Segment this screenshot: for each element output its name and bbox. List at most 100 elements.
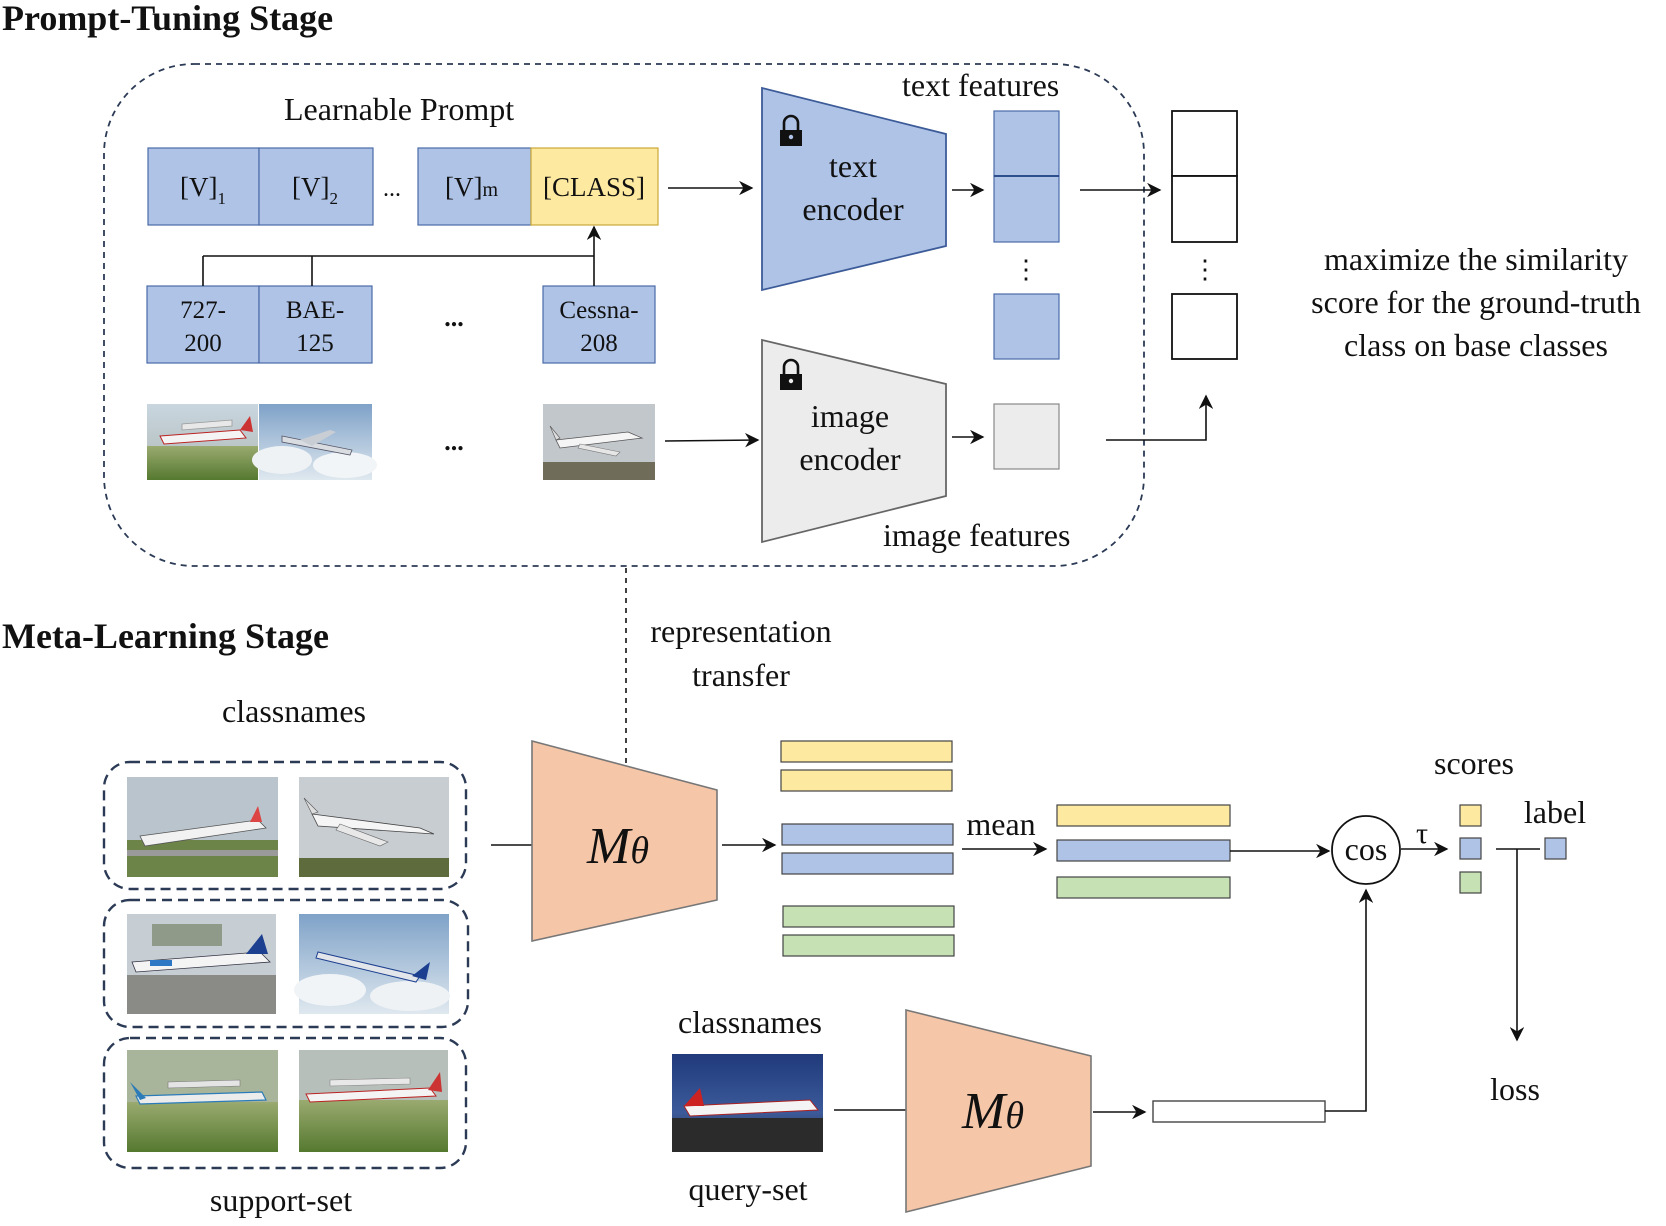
support-set-label: support-set (210, 1182, 352, 1218)
text-feature-vdots: ⋮ (1013, 255, 1039, 284)
arrow-images-to-image-encoder (664, 432, 760, 448)
token-vm (417, 147, 532, 226)
airplane-thumbnail-jet (543, 404, 655, 480)
class-727-line2: 200 (184, 330, 222, 357)
svg-text:class on base classes: class on base classes (1344, 327, 1608, 363)
class-bae-line2: 125 (296, 330, 334, 357)
label-text: label (1524, 794, 1586, 830)
representation-transfer-line2: transfer (692, 657, 790, 693)
representation-transfer-line1: representation (650, 613, 831, 649)
objective-text: maximize the similarity score for the gr… (1311, 241, 1641, 363)
token-ellipsis: ... (383, 176, 401, 202)
support-image-1a (127, 777, 278, 877)
label-square (1544, 837, 1567, 860)
text-encoder-label-line2: encoder (802, 191, 904, 227)
token-v1-label: [V]1 (180, 172, 226, 208)
cosine-similarity-node: cos (1331, 815, 1401, 885)
support-embeddings (780, 740, 955, 957)
text-features-label: text features (902, 67, 1059, 103)
class-prototypes (1056, 804, 1231, 899)
loss-label: loss (1490, 1071, 1540, 1107)
svg-text:score for the ground-truth: score for the ground-truth (1311, 284, 1641, 320)
score-green (1459, 871, 1482, 894)
meta-learning-stage-title: Meta-Learning Stage (2, 616, 329, 656)
embedding-blue-2 (781, 852, 954, 875)
prototype-yellow (1056, 804, 1231, 827)
class-name-row: 727- 200 BAE- 125 ... Cessna- 208 (146, 285, 656, 364)
prompt-tuning-stage-title: Prompt-Tuning Stage (2, 0, 333, 38)
learnable-prompt-title: Learnable Prompt (284, 91, 514, 127)
support-image-1b (299, 777, 449, 877)
arrow-image-features-to-scores (1106, 394, 1214, 441)
airplane-thumbnail-cessna (147, 404, 258, 480)
support-classnames-label: classnames (222, 693, 366, 729)
image-encoder: image encoder (761, 338, 947, 544)
airplane-thumbnail-bae-sky (252, 404, 377, 480)
training-image-row: ... (147, 404, 655, 480)
class-cessna-line2: 208 (580, 330, 618, 357)
support-image-3b (299, 1050, 448, 1152)
class-727-line1: 727- (180, 297, 226, 324)
class-to-prompt-connector (202, 225, 602, 286)
support-image-2a (127, 914, 276, 1014)
text-feature-2 (993, 175, 1060, 243)
score-squares (1459, 804, 1482, 894)
text-encoder-label-line1: text (829, 148, 877, 184)
prototype-green (1056, 876, 1231, 899)
prompt-token-row: [V]1 [V]2 ... [V]m [CLASS] (147, 147, 659, 226)
image-encoder-label-line1: image (811, 398, 889, 434)
cos-label: cos (1345, 831, 1388, 867)
mean-label: mean (966, 806, 1035, 842)
lock-icon (780, 358, 802, 390)
token-vm-label: [V]m (445, 172, 498, 202)
svg-text:maximize the similarity: maximize the similarity (1324, 241, 1628, 277)
token-class (530, 147, 659, 226)
query-image (672, 1054, 823, 1152)
embedding-yellow-1 (780, 740, 953, 763)
embedding-green-1 (782, 905, 955, 928)
query-set-label: query-set (688, 1171, 807, 1207)
class-bae-line1: BAE- (286, 297, 344, 324)
token-v2 (258, 147, 374, 226)
text-feature-stack: ⋮ (993, 110, 1060, 360)
class-box-727-200 (146, 285, 260, 364)
class-box-cessna-208 (542, 285, 656, 364)
support-group-2 (102, 898, 470, 1029)
query-classnames-label: classnames (678, 1004, 822, 1040)
text-encoder: text encoder (761, 86, 947, 292)
meta-model-query-label: Mθ (961, 1083, 1024, 1140)
scores-label: scores (1434, 745, 1514, 781)
score-vdots: ⋮ (1192, 255, 1218, 284)
meta-model-query: Mθ (905, 1008, 1092, 1214)
embedding-blue-1 (781, 823, 954, 846)
image-row-ellipsis: ... (444, 427, 464, 456)
prompt-tuning-dashed-region (103, 63, 1145, 567)
support-set (102, 760, 470, 1170)
class-ellipsis: ... (444, 303, 464, 332)
image-features-label: image features (883, 517, 1070, 553)
lock-icon (780, 114, 802, 146)
embedding-green-2 (782, 934, 955, 957)
support-image-2b (294, 914, 450, 1014)
image-encoder-label-line2: encoder (799, 441, 901, 477)
meta-model-support-label: Mθ (586, 818, 649, 875)
image-feature (993, 403, 1060, 470)
class-box-bae-125 (258, 285, 373, 364)
arrow-query-embedding-to-cos (1325, 888, 1374, 1112)
token-class-label: [CLASS] (543, 172, 645, 202)
token-v2-label: [V]2 (292, 172, 338, 208)
text-feature-n (993, 293, 1060, 360)
support-group-1 (102, 760, 468, 891)
tau-label: τ (1416, 817, 1428, 850)
similarity-score-column: ⋮ (1171, 110, 1238, 360)
embedding-yellow-2 (780, 769, 953, 792)
score-yellow (1459, 804, 1482, 827)
score-blue (1459, 837, 1482, 860)
support-group-3 (102, 1036, 468, 1170)
support-image-3a (127, 1050, 278, 1152)
token-v1 (147, 147, 260, 226)
text-feature-1 (993, 110, 1060, 177)
query-embedding (1152, 1100, 1326, 1123)
class-cessna-line1: Cessna- (559, 297, 638, 324)
